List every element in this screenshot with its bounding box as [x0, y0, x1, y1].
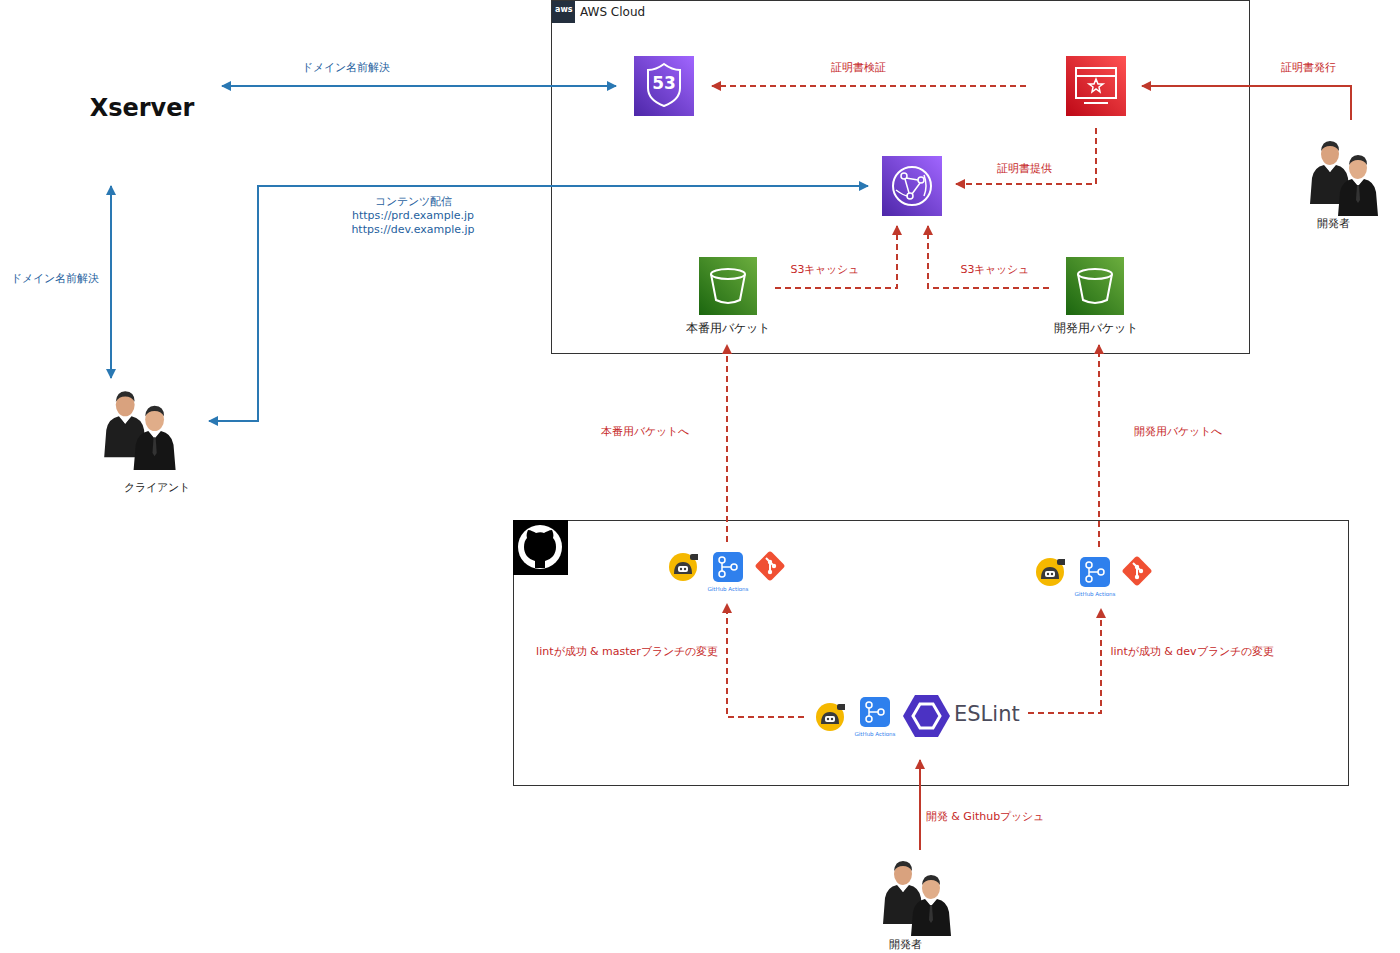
- node-text: 開発者: [868, 938, 942, 951]
- actions-node: GitHub Actions: [666, 548, 792, 596]
- node-text: 53: [632, 73, 696, 93]
- node-text: ESLint: [954, 702, 1020, 727]
- edge-label: 証明書検証: [829, 61, 888, 75]
- cloudfront-icon: [882, 156, 942, 216]
- solid-arrow: [919, 760, 921, 850]
- dashed-arrow: [928, 226, 1049, 288]
- cloud-region: AWS Cloud 53 本番用バケット 開発用バケット: [551, 0, 1250, 354]
- edge-label: ドメイン名前解決: [300, 61, 392, 75]
- node-text: 本番用バケット: [681, 321, 775, 335]
- edge-label: 開発 & Githubプッシュ: [924, 810, 1046, 824]
- actions-node: GitHub Actions: [1033, 553, 1159, 601]
- client-figure: [104, 391, 175, 470]
- edge-label: lintが成功 & masterブランチの変更: [534, 645, 720, 659]
- acm-node: [1066, 56, 1126, 116]
- node-text: GitHub Actions: [699, 586, 757, 593]
- cloudfront-node: [882, 156, 942, 216]
- lint-node: GitHub Actions ESLint: [812, 694, 1022, 740]
- route53-node: 53: [632, 56, 696, 116]
- s3-bucket-icon-prd: [699, 257, 757, 315]
- github-frame: [513, 520, 1349, 786]
- bucket-node: 開発用バケット: [1049, 257, 1143, 337]
- dashed-arrow: [775, 226, 897, 288]
- aws-cloud-frame: [552, 1, 1250, 354]
- solid-arrow: [1142, 86, 1351, 120]
- developer-figure: [883, 861, 951, 936]
- edge-label: 証明書発行: [1279, 61, 1338, 75]
- xserver-logo: Xserver: [84, 92, 200, 126]
- edge-label: lintが成功 & devブランチの変更: [1108, 645, 1275, 659]
- node-text: Xserver: [84, 94, 200, 123]
- node-text: GitHub Actions: [846, 731, 904, 738]
- solid-arrow: [110, 186, 112, 378]
- actions-icons-master: [669, 550, 786, 582]
- edge-label: コンテンツ配信 https://prd.example.jp https://d…: [324, 195, 503, 236]
- solid-arrow: [222, 85, 616, 87]
- s3-bucket-icon-dev: [1066, 257, 1124, 315]
- aws-logo-text: aws: [555, 5, 573, 15]
- edge-label: ドメイン名前解決: [9, 272, 101, 286]
- node-text: クライアント: [109, 481, 205, 494]
- node-text: 開発者: [1296, 217, 1370, 230]
- solid-arrow: [209, 186, 868, 421]
- dashed-arrow: [1028, 609, 1101, 713]
- developer-node: 開発者: [1296, 138, 1370, 233]
- bucket-node: 本番用バケット: [681, 257, 775, 337]
- developer-node: 開発者: [868, 860, 942, 953]
- node-text: GitHub Actions: [1066, 591, 1124, 598]
- actions-icons-dev: [1036, 555, 1153, 587]
- edge-label: 開発用バケットへ: [1132, 425, 1224, 439]
- edge-label: 本番用バケットへ: [599, 425, 691, 439]
- dashed-arrow: [727, 604, 804, 717]
- edge-label: S3キャッシュ: [789, 263, 862, 277]
- client-node: クライアント: [109, 388, 205, 496]
- edge-label: 証明書提供: [995, 162, 1054, 176]
- node-text: AWS Cloud: [580, 5, 645, 19]
- dashed-arrow: [1098, 345, 1100, 547]
- lint-icons: [816, 695, 950, 737]
- dashed-arrow: [956, 128, 1096, 184]
- acm-icon: [1066, 56, 1126, 116]
- developer-figure: [1310, 141, 1378, 216]
- node-text: 開発用バケット: [1049, 321, 1143, 335]
- dashed-arrow: [726, 345, 728, 542]
- edge-label: S3キャッシュ: [959, 263, 1032, 277]
- dashed-arrow: [712, 85, 1026, 87]
